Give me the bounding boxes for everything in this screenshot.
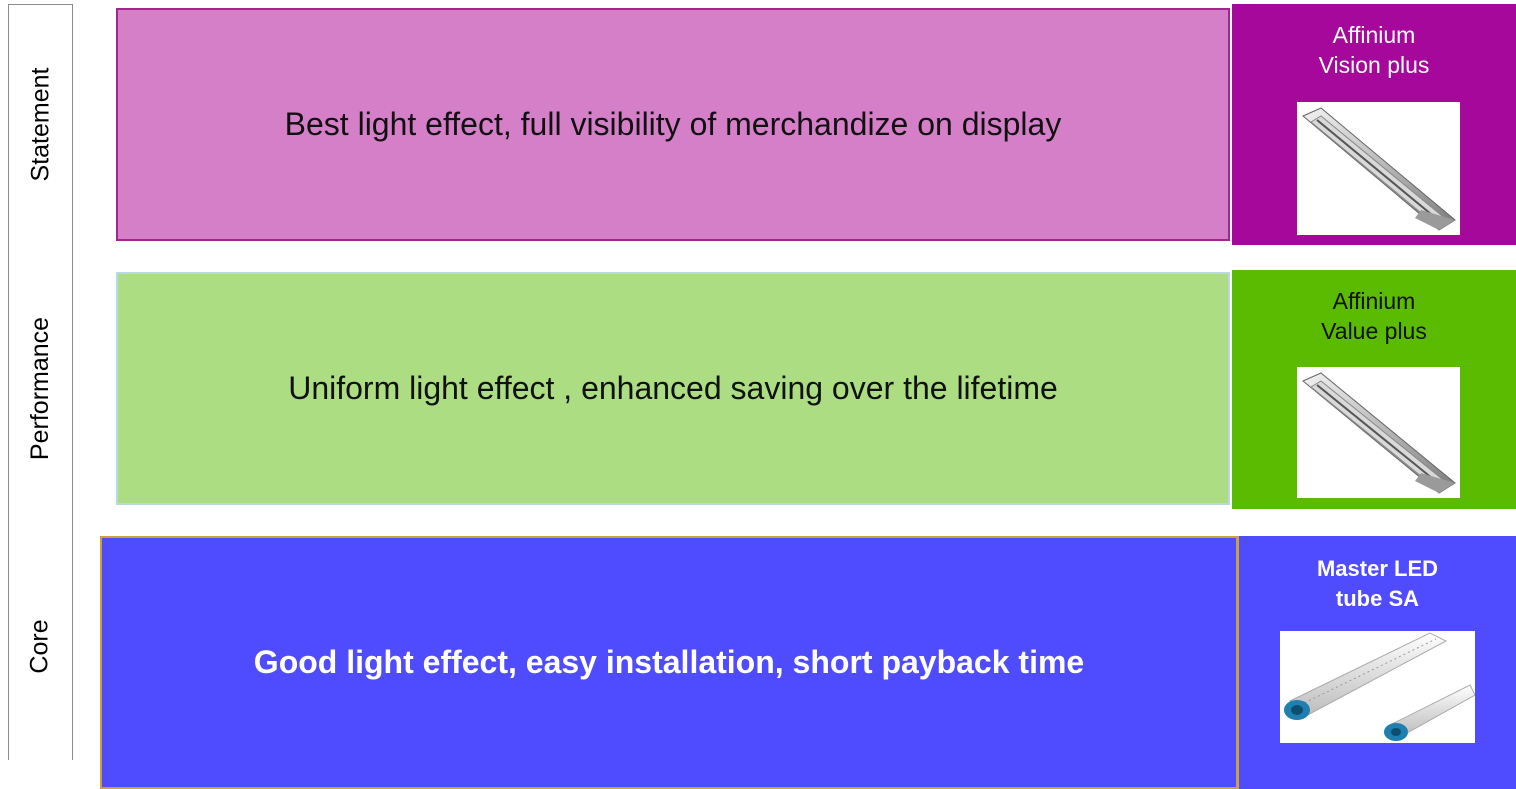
- luminaire-image-statement: [1297, 102, 1460, 235]
- tier-label-performance: Performance: [26, 316, 54, 461]
- performance-band: Uniform light effect , enhanced saving o…: [116, 272, 1230, 505]
- tier-axis: [8, 4, 73, 760]
- performance-description: Uniform light effect , enhanced saving o…: [288, 370, 1058, 406]
- core-band: Good light effect, easy installation, sh…: [100, 536, 1238, 789]
- luminaire-icon: [1302, 372, 1456, 494]
- led-tube-image-core: [1280, 631, 1475, 743]
- core-description: Good light effect, easy installation, sh…: [253, 644, 1085, 680]
- tier-label-core: Core: [26, 618, 54, 674]
- statement-band: Best light effect, full visibility of me…: [116, 8, 1230, 241]
- statement-description: Best light effect, full visibility of me…: [284, 106, 1062, 142]
- product-name-statement: Affinium Vision plus: [1318, 22, 1430, 78]
- tier-label-statement: Statement: [26, 67, 55, 182]
- product-name-performance: Affinium Value plus: [1321, 288, 1427, 344]
- luminaire-icon: [1302, 107, 1456, 231]
- luminaire-image-performance: [1297, 367, 1460, 498]
- led-tube-icon: [1284, 632, 1475, 741]
- product-name-core: Master LED tube SA: [1316, 556, 1439, 611]
